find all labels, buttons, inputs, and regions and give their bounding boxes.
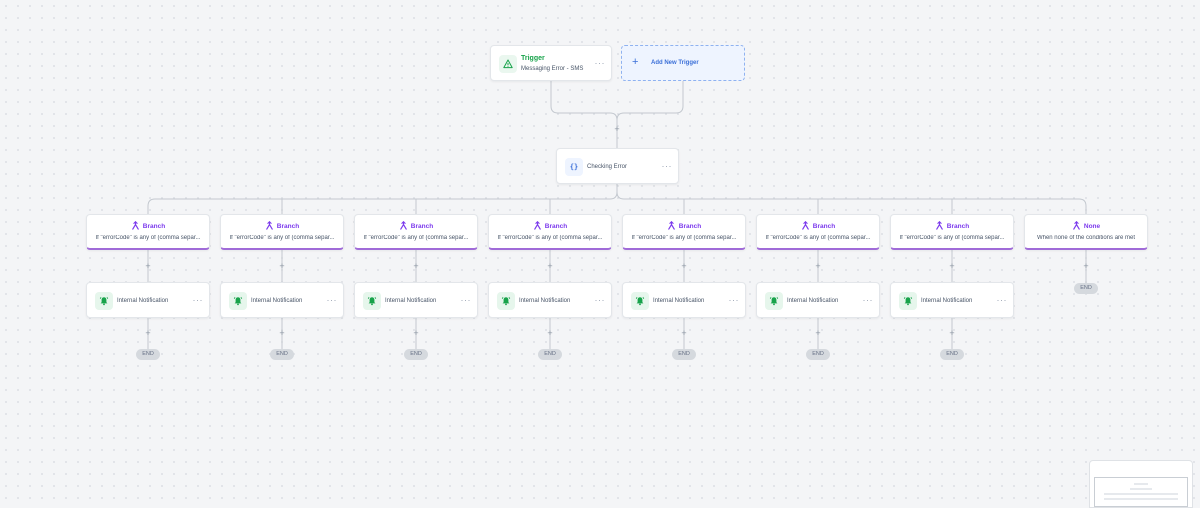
branch-condition: When none of the conditions are met (1036, 235, 1136, 241)
branch-icon (1072, 220, 1081, 232)
branch-node-8[interactable]: None When none of the conditions are met (1024, 214, 1148, 250)
branch-condition: If "errorCode" is any of (comma separ... (95, 235, 201, 241)
end-marker: END (1074, 283, 1098, 294)
add-step-plus-icon[interactable]: + (145, 328, 151, 338)
add-step-plus-icon[interactable]: + (413, 261, 419, 271)
add-new-trigger-button[interactable]: + Add New Trigger (621, 45, 745, 81)
internal-notification-node-4[interactable]: Internal Notification ··· (488, 282, 612, 318)
branch-title: Branch (946, 223, 970, 230)
branch-node-5[interactable]: Branch If "errorCode" is any of (comma s… (622, 214, 746, 250)
branch-node-1[interactable]: Branch If "errorCode" is any of (comma s… (86, 214, 210, 250)
code-braces-icon: {} (565, 158, 583, 176)
bell-icon (229, 292, 247, 310)
add-new-trigger-label: Add New Trigger (651, 60, 699, 66)
add-step-plus-icon[interactable]: + (681, 261, 687, 271)
branch-icon (265, 220, 274, 232)
plus-icon: + (632, 56, 639, 68)
end-marker: END (806, 349, 830, 360)
bell-icon (363, 292, 381, 310)
branch-condition: If "errorCode" is any of (comma separ... (497, 235, 603, 241)
branch-condition: If "errorCode" is any of (comma separ... (631, 235, 737, 241)
branch-title: None (1083, 223, 1101, 230)
branch-icon (131, 220, 140, 232)
bell-icon (497, 292, 515, 310)
notification-more-menu-icon[interactable]: ··· (326, 295, 337, 305)
internal-notification-node-1[interactable]: Internal Notification ··· (86, 282, 210, 318)
branch-node-2[interactable]: Branch If "errorCode" is any of (comma s… (220, 214, 344, 250)
end-marker: END (136, 349, 160, 360)
branch-icon (533, 220, 542, 232)
end-marker: END (404, 349, 428, 360)
notification-more-menu-icon[interactable]: ··· (460, 295, 471, 305)
add-step-plus-icon[interactable]: + (279, 328, 285, 338)
bell-icon (765, 292, 783, 310)
end-marker: END (538, 349, 562, 360)
internal-notification-node-2[interactable]: Internal Notification ··· (220, 282, 344, 318)
notification-label: Internal Notification (117, 298, 169, 304)
internal-notification-node-7[interactable]: Internal Notification ··· (890, 282, 1014, 318)
add-step-plus-icon[interactable]: + (949, 261, 955, 271)
notification-more-menu-icon[interactable]: ··· (996, 295, 1007, 305)
branch-title: Branch (678, 223, 702, 230)
branch-icon (801, 220, 810, 232)
notification-more-menu-icon[interactable]: ··· (192, 295, 203, 305)
branch-condition: If "errorCode" is any of (comma separ... (229, 235, 335, 241)
trigger-more-menu-icon[interactable]: ··· (594, 58, 605, 68)
minimap[interactable] (1089, 460, 1193, 508)
internal-notification-node-3[interactable]: Internal Notification ··· (354, 282, 478, 318)
warning-triangle-icon (499, 55, 517, 73)
notification-more-menu-icon[interactable]: ··· (862, 295, 873, 305)
add-step-plus-icon[interactable]: + (279, 261, 285, 271)
notification-label: Internal Notification (653, 298, 705, 304)
end-marker: END (672, 349, 696, 360)
add-step-plus-icon[interactable]: + (815, 261, 821, 271)
internal-notification-node-5[interactable]: Internal Notification ··· (622, 282, 746, 318)
add-step-plus-icon[interactable]: + (413, 328, 419, 338)
add-step-plus-icon[interactable]: + (815, 328, 821, 338)
bell-icon (631, 292, 649, 310)
bell-icon (95, 292, 113, 310)
notification-label: Internal Notification (385, 298, 437, 304)
branch-node-6[interactable]: Branch If "errorCode" is any of (comma s… (756, 214, 880, 250)
branch-node-7[interactable]: Branch If "errorCode" is any of (comma s… (890, 214, 1014, 250)
trigger-title: Trigger (521, 55, 545, 62)
branch-node-3[interactable]: Branch If "errorCode" is any of (comma s… (354, 214, 478, 250)
branch-node-4[interactable]: Branch If "errorCode" is any of (comma s… (488, 214, 612, 250)
branch-title: Branch (142, 223, 166, 230)
branch-condition: If "errorCode" is any of (comma separ... (765, 235, 871, 241)
end-marker: END (940, 349, 964, 360)
branch-title: Branch (544, 223, 568, 230)
notification-label: Internal Notification (519, 298, 571, 304)
end-marker: END (270, 349, 294, 360)
add-step-plus-icon[interactable]: + (145, 261, 151, 271)
branch-condition: If "errorCode" is any of (comma separ... (363, 235, 469, 241)
branch-icon (399, 220, 408, 232)
notification-more-menu-icon[interactable]: ··· (594, 295, 605, 305)
notification-label: Internal Notification (921, 298, 973, 304)
trigger-subtitle: Messaging Error - SMS (521, 66, 584, 72)
add-step-plus-icon[interactable]: + (547, 261, 553, 271)
branch-condition: If "errorCode" is any of (comma separ... (899, 235, 1005, 241)
checking-error-label: Checking Error (587, 164, 628, 170)
checking-error-node[interactable]: {} Checking Error ··· (556, 148, 679, 184)
checking-more-menu-icon[interactable]: ··· (661, 161, 672, 171)
branch-title: Branch (410, 223, 434, 230)
branch-icon (667, 220, 676, 232)
branch-title: Branch (812, 223, 836, 230)
add-step-plus-icon[interactable]: + (681, 328, 687, 338)
add-step-plus-icon[interactable]: + (547, 328, 553, 338)
minimap-viewport[interactable] (1094, 477, 1188, 507)
add-step-plus-icon[interactable]: + (1083, 261, 1089, 271)
add-step-plus-icon[interactable]: + (949, 328, 955, 338)
notification-label: Internal Notification (787, 298, 839, 304)
notification-more-menu-icon[interactable]: ··· (728, 295, 739, 305)
notification-label: Internal Notification (251, 298, 303, 304)
trigger-node[interactable]: Trigger Messaging Error - SMS ··· (490, 45, 612, 81)
branch-icon (935, 220, 944, 232)
bell-icon (899, 292, 917, 310)
add-step-plus-icon[interactable]: + (614, 124, 620, 134)
internal-notification-node-6[interactable]: Internal Notification ··· (756, 282, 880, 318)
branch-title: Branch (276, 223, 300, 230)
